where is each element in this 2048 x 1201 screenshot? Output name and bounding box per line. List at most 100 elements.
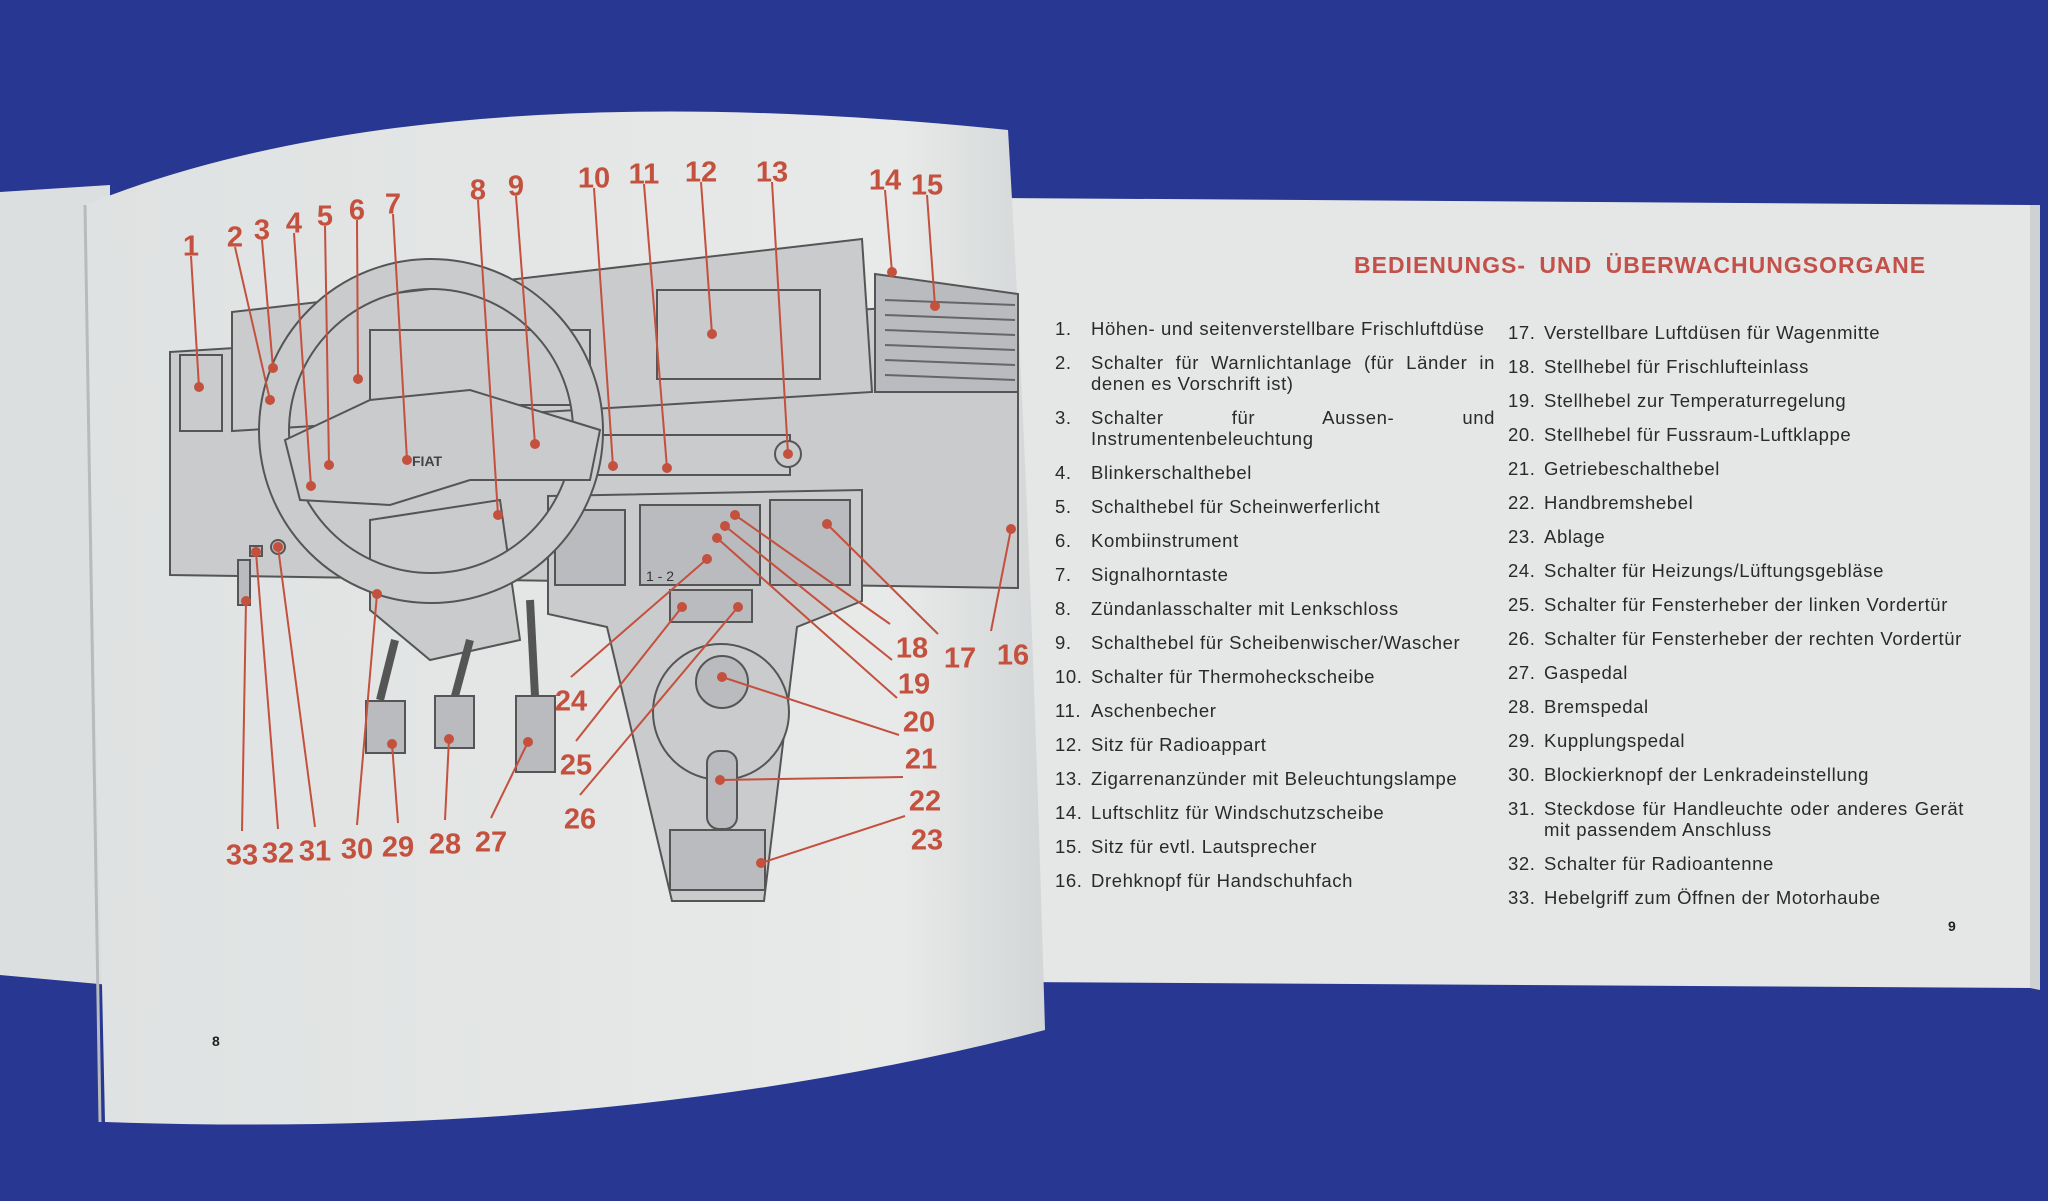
legend-item: 27.Gaspedal	[1508, 662, 1964, 683]
callout-number: 22	[909, 786, 941, 818]
callout-2: 2	[227, 222, 275, 405]
legend-item-number: 4.	[1055, 462, 1072, 483]
legend-item-number: 8.	[1055, 598, 1072, 619]
legend-item-number: 14.	[1055, 802, 1083, 823]
callout-number: 14	[869, 165, 901, 197]
legend-item: 30.Blockierknopf der Lenkradeinstellung	[1508, 764, 1964, 785]
legend-item-number: 26.	[1508, 628, 1536, 649]
legend-item-text: Schalter für Fensterheber der linken Vor…	[1544, 594, 1948, 615]
legend-item-text: Kombiinstrument	[1091, 530, 1239, 551]
back-page-edge	[0, 185, 110, 985]
legend-item: 2.Schalter für Warnlichtanlage (für Länd…	[1055, 352, 1495, 394]
callout-23: 23	[756, 815, 943, 868]
gas-pedal	[515, 695, 556, 773]
callout-15: 15	[911, 170, 943, 311]
legend-item-number: 12.	[1055, 734, 1083, 755]
legend-item-number: 31.	[1508, 798, 1536, 819]
callout-12: 12	[685, 157, 717, 339]
legend-item-number: 21.	[1508, 458, 1536, 479]
fiat-logo: FIAT	[412, 453, 443, 469]
leader-dot	[402, 455, 412, 465]
leader-line	[234, 246, 271, 401]
callout-number: 29	[382, 832, 414, 864]
leader-dot	[372, 589, 382, 599]
legend-item-text: Schalthebel für Scheinwerferlicht	[1091, 496, 1381, 517]
leader-line	[255, 551, 279, 830]
legend-item-number: 17.	[1508, 322, 1536, 343]
leader-dot	[273, 542, 283, 552]
callout-1: 1	[183, 231, 204, 392]
leader-line	[884, 189, 893, 273]
legend-item-number: 29.	[1508, 730, 1536, 751]
legend-item-number: 18.	[1508, 356, 1536, 377]
legend-item: 31.Steckdose für Handleuchte oder andere…	[1508, 798, 1964, 840]
legend-item-text: Blockierknopf der Lenkradeinstellung	[1544, 764, 1869, 785]
leader-line	[719, 776, 904, 781]
legend-item: 7.Signalhorntaste	[1055, 564, 1495, 585]
legend-item-text: Sitz für Radioappart	[1091, 734, 1267, 755]
leader-dot	[353, 374, 363, 384]
leader-dot	[717, 672, 727, 682]
legend-item-text: Schalter für Aussen- und Instrumentenbel…	[1091, 407, 1495, 449]
callout-32: 32	[251, 547, 294, 870]
clutch-pedal	[365, 700, 406, 754]
leader-dot	[822, 519, 832, 529]
callout-number: 19	[898, 669, 930, 701]
leader-dot	[306, 481, 316, 491]
callout-number: 3	[254, 215, 270, 247]
section-title: BEDIENUNGS- UND ÜBERWACHUNGSORGANE	[1354, 252, 1927, 278]
callout-5: 5	[317, 201, 334, 470]
legend-item: 11.Aschenbecher	[1055, 700, 1495, 721]
legend-item: 3. Schalter für Aussen- und Instrumentenb…	[1055, 407, 1495, 449]
leader-dot	[241, 596, 251, 606]
callout-number: 6	[349, 195, 365, 227]
callout-14: 14	[869, 165, 901, 277]
callout-number: 8	[470, 175, 486, 207]
legend-item-number: 2.	[1055, 352, 1072, 373]
legend-item-text: Kupplungspedal	[1544, 730, 1686, 751]
legend-item-number: 28.	[1508, 696, 1536, 717]
callout-number: 25	[560, 750, 592, 782]
legend-item: 19.Stellhebel zur Temperaturregelung	[1508, 390, 1964, 411]
air-vent-left	[179, 354, 223, 432]
callout-number: 10	[578, 163, 610, 195]
callout-6: 6	[349, 195, 365, 384]
leader-line	[760, 815, 906, 864]
legend-item-number: 6.	[1055, 530, 1072, 551]
legend-item: 23.Ablage	[1508, 526, 1964, 547]
leader-line	[771, 181, 789, 455]
callout-number: 12	[685, 157, 717, 189]
callout-7: 7	[385, 189, 412, 465]
legend-item: 22.Handbremshebel	[1508, 492, 1964, 513]
legend-item-number: 24.	[1508, 560, 1536, 581]
handbrake-lever	[706, 750, 738, 830]
legend-item-number: 15.	[1055, 836, 1083, 857]
callout-17: 17	[822, 519, 976, 675]
callout-28: 28	[429, 734, 461, 861]
storage-tray	[669, 829, 766, 891]
callout-9: 9	[508, 171, 540, 449]
legend-item-text: Blinkerschalthebel	[1091, 462, 1252, 483]
legend-item-number: 3.	[1055, 407, 1072, 428]
legend-item-text: Ablage	[1544, 526, 1606, 547]
leader-line	[716, 537, 898, 699]
page-number-right: 9	[1948, 918, 1956, 934]
heater-scale-label: 1 - 2	[646, 568, 674, 584]
legend-item: 33.Hebelgriff zum Öffnen der Motorhaube	[1508, 887, 1964, 908]
callout-24: 24	[555, 554, 712, 718]
callout-25: 25	[560, 602, 687, 782]
leader-line	[990, 528, 1012, 632]
callout-number: 9	[508, 171, 524, 203]
leader-line	[490, 741, 529, 819]
leader-dot	[268, 363, 278, 373]
leader-dot	[662, 463, 672, 473]
leader-dot	[720, 521, 730, 531]
legend-item-text: Drehknopf für Handschuhfach	[1091, 870, 1353, 891]
callout-21: 21	[717, 672, 937, 776]
callout-number: 33	[226, 840, 258, 872]
legend-list-right: 17.Verstellbare Luftdüsen für Wagenmitte…	[1508, 322, 1964, 908]
leader-dot	[702, 554, 712, 564]
leader-line	[734, 514, 891, 625]
legend-item: 12. Sitz für Radioappart	[1055, 734, 1495, 755]
